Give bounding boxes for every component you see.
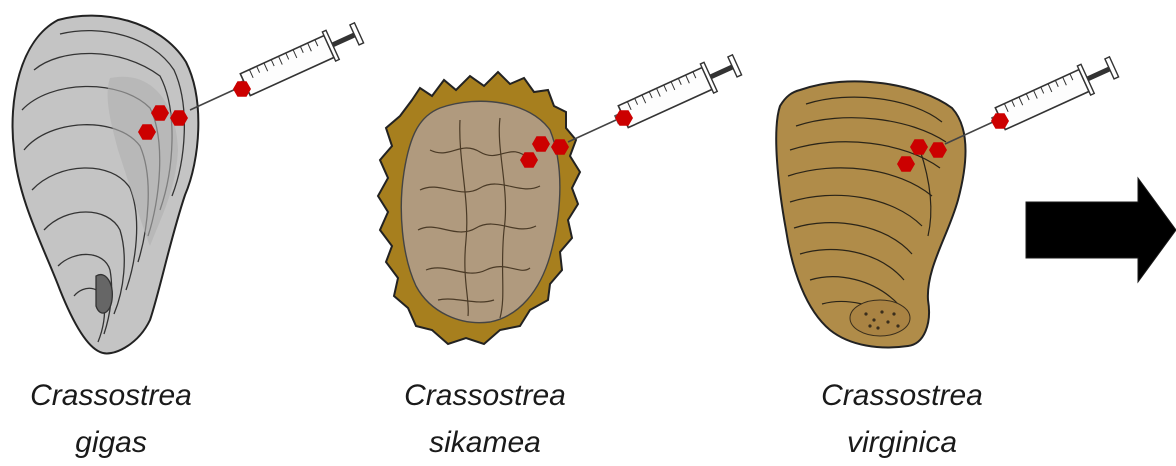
oyster-virginica-shell-icon (776, 81, 965, 347)
species-genus: Crassostrea (792, 372, 1012, 419)
species-epithet: sikamea (375, 419, 595, 466)
species-label-virginica: Crassostrea virginica (792, 372, 1012, 466)
species-epithet: gigas (1, 419, 221, 466)
species-genus: Crassostrea (1, 372, 221, 419)
syringe-icon (190, 18, 366, 110)
species-genus: Crassostrea (375, 372, 595, 419)
species-epithet: virginica (792, 419, 1012, 466)
oyster-gigas-shell-icon (13, 16, 199, 354)
syringe-icon (945, 52, 1121, 144)
oyster-sikamea-shell-icon (378, 72, 580, 344)
syringe-icon (568, 50, 744, 142)
right-arrow-icon (1026, 178, 1176, 282)
species-label-sikamea: Crassostrea sikamea (375, 372, 595, 466)
species-label-gigas: Crassostrea gigas (1, 372, 221, 466)
